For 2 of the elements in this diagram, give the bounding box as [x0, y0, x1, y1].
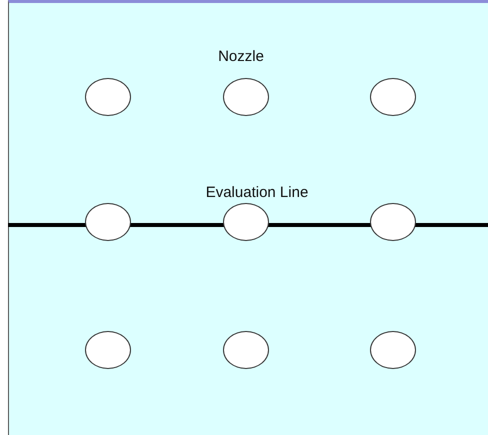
label-text: Nozzle: [218, 48, 264, 65]
label-text: Evaluation Line: [206, 184, 308, 201]
